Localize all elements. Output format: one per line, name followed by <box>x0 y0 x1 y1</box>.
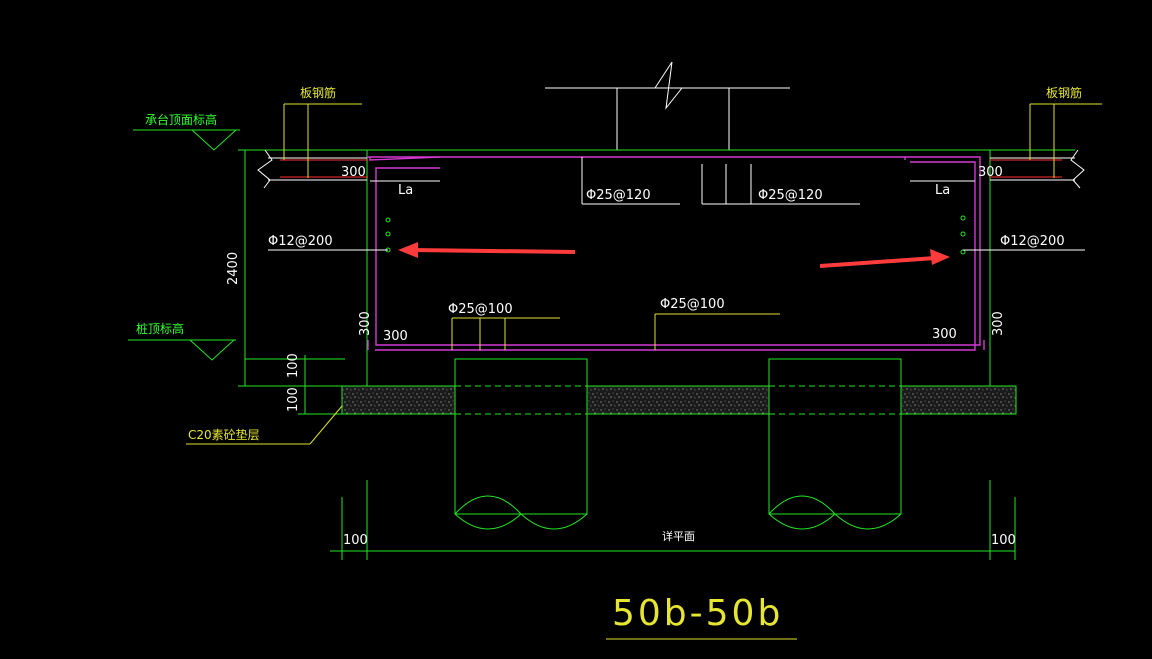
red-arrow-left <box>398 242 576 258</box>
dim-cushion-1: 100 <box>286 353 301 378</box>
top-rebar-right-text: Φ25@120 <box>758 188 823 203</box>
bottom-rebar-callout-left: Φ25@100 <box>448 302 560 350</box>
side-bars-right <box>960 215 966 255</box>
cushion-layer <box>341 385 1017 415</box>
bottom-rebar-callout-mid: Φ25@100 <box>654 297 780 350</box>
cushion-callout: C20素砼垫层 <box>186 405 343 445</box>
dim-lap-top-left: 300 <box>341 165 366 180</box>
top-rebar-callout-right: Φ25@120 <box>701 164 860 205</box>
dim-cushion: 100 100 <box>245 353 345 415</box>
side-bars-left <box>385 217 391 253</box>
side-rebar-right-text: Φ12@200 <box>1000 234 1065 249</box>
cushion-label: C20素砼垫层 <box>188 427 260 442</box>
top-rebar-left-text: Φ25@120 <box>586 188 651 203</box>
cap-top-elevation-label: 承台顶面标高 <box>145 112 217 127</box>
slab-stub-left <box>257 149 368 189</box>
slab-rebar-callout-left: 板钢筋 <box>283 85 362 178</box>
side-rebar-callout-right: Φ12@200 <box>963 234 1085 251</box>
dim-cover-left-vert: 300 <box>358 311 373 336</box>
section-title: 50b-50b <box>606 593 797 640</box>
dim-bottom-overall: 100 100 详平面 <box>330 480 1016 560</box>
dim-lap-top-right: 300 <box>978 165 1003 180</box>
see-plan-label: 详平面 <box>662 529 695 543</box>
slab-rebar-callout-right: 板钢筋 <box>1029 85 1102 178</box>
red-arrow-right <box>819 249 950 268</box>
section-title-text: 50b-50b <box>612 593 783 634</box>
dim-cushion-2: 100 <box>286 387 301 412</box>
slab-stub-right <box>990 149 1085 189</box>
dim-cover-right-horz: 300 <box>932 327 957 342</box>
rebar-cage <box>367 156 985 351</box>
dim-height-total-text: 2400 <box>226 252 241 285</box>
dim-edge-left: 100 <box>343 533 368 548</box>
slab-rebar-label-right: 板钢筋 <box>1046 85 1082 100</box>
pile-left <box>454 358 588 530</box>
pile-right <box>768 358 902 530</box>
bottom-rebar-left-text: Φ25@100 <box>448 302 513 317</box>
cap-top-elevation-marker: 承台顶面标高 <box>133 112 240 151</box>
la-left: La <box>398 183 413 198</box>
dim-cover-right-vert: 300 <box>991 311 1006 336</box>
dim-height-total: 2400 <box>226 149 252 386</box>
la-right: La <box>935 183 950 198</box>
slab-rebar-label-left: 板钢筋 <box>300 85 336 100</box>
dim-cover-left-horz: 300 <box>383 329 408 344</box>
pile-top-elevation-marker: 桩顶标高 <box>128 321 236 361</box>
top-rebar-callout-left: Φ25@120 <box>581 157 680 205</box>
side-rebar-left-text: Φ12@200 <box>268 234 333 249</box>
dim-edge-right: 100 <box>991 533 1016 548</box>
column-stub <box>545 61 790 150</box>
bottom-rebar-mid-text: Φ25@100 <box>660 297 725 312</box>
pile-top-elevation-label: 桩顶标高 <box>136 321 184 336</box>
side-rebar-callout-left: Φ12@200 <box>268 234 388 251</box>
